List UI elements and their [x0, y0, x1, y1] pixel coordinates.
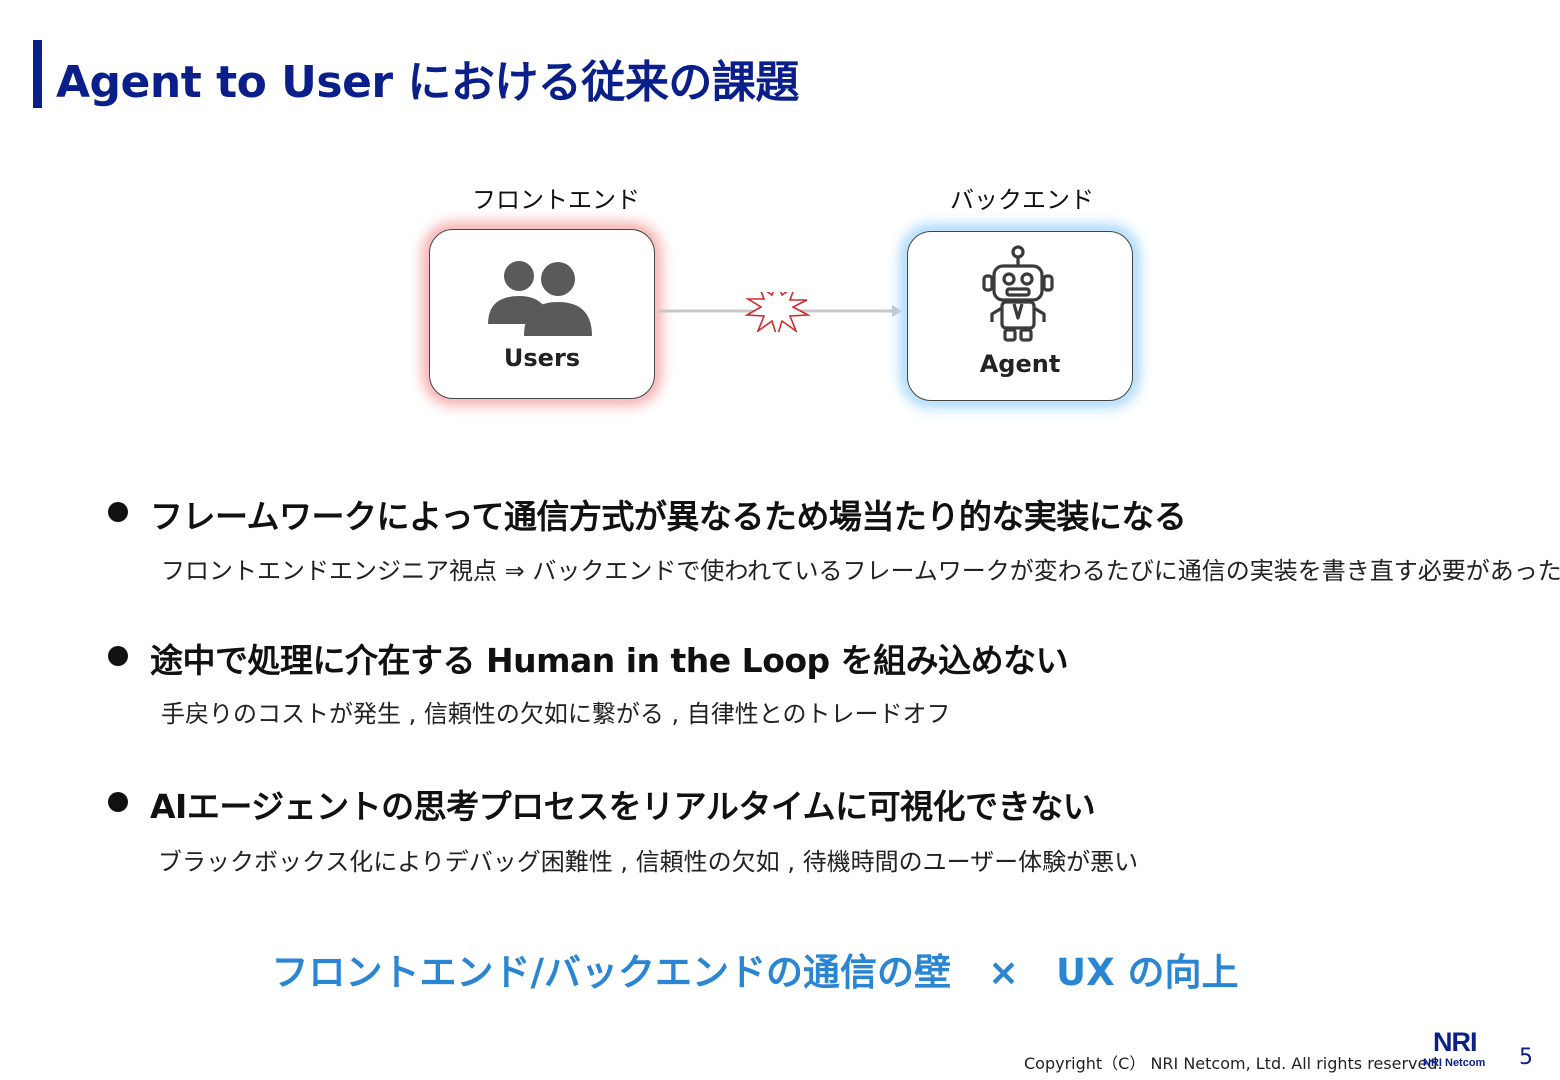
frontend-label: フロントエンド	[472, 186, 640, 214]
bullet-heading-3: AIエージェントの思考プロセスをリアルタイムに可視化できない	[150, 787, 1096, 826]
bullet-detail-3: ブラックボックス化によりデバッグ困難性 , 信頼性の欠如 , 待機時間のユーザー…	[158, 848, 1139, 876]
users-label: Users	[503, 344, 581, 372]
bullet-marker	[108, 502, 128, 522]
connector-arrow	[658, 292, 902, 332]
backend-label: バックエンド	[950, 186, 1094, 214]
agent-label: Agent	[979, 350, 1061, 378]
bullet-marker	[108, 792, 128, 812]
nri-logo: NRI NRI Netcom	[1419, 1027, 1491, 1073]
users-icon	[488, 261, 592, 336]
bullet-heading-2: 途中で処理に介在する Human in the Loop を組み込めない	[150, 641, 1069, 680]
bullet-heading-1: フレームワークによって通信方式が異なるため場当たり的な実装になる	[150, 497, 1187, 536]
logo-mark: NRI	[1433, 1027, 1477, 1057]
explosion-icon	[744, 292, 811, 332]
bullet-marker	[108, 646, 128, 666]
robot-icon	[982, 245, 1054, 342]
bullet-detail-2: 手戻りのコストが発生 , 信頼性の欠如に繋がる , 自律性とのトレードオフ	[161, 700, 951, 728]
bullet-detail-1: フロントエンドエンジニア視点 ⇒ バックエンドで使われているフレームワークが変わ…	[161, 557, 1560, 585]
agent-card: Agent	[907, 231, 1133, 401]
copyright-text: Copyright（C） NRI Netcom, Ltd. All rights…	[1024, 1054, 1443, 1073]
page-title: Agent to User における従来の課題	[56, 57, 799, 108]
logo-text: NRI Netcom	[1423, 1057, 1486, 1069]
conclusion-text: フロントエンド/バックエンドの通信の壁 × UX の向上	[271, 951, 1239, 994]
title-accent-bar	[33, 40, 42, 108]
users-card: Users	[429, 229, 655, 399]
page-number: 5	[1519, 1045, 1533, 1070]
